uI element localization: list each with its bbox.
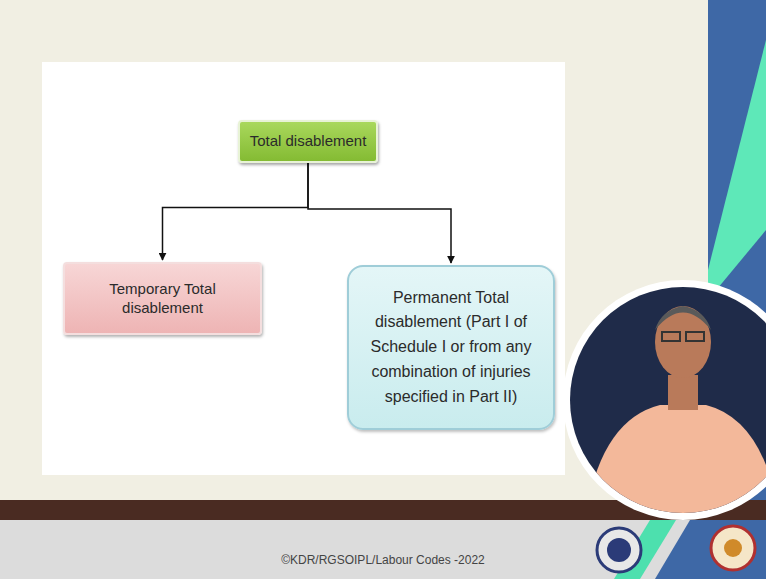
root-box: Total disablement (238, 120, 378, 163)
content-panel (42, 62, 565, 475)
node-text: Permanent Total disablement (Part I of S… (361, 286, 541, 410)
side-stripe (708, 40, 766, 300)
footer-text: ©KDR/RGSOIPL/Labour Codes -2022 (0, 553, 766, 567)
node-text: Total disablement (250, 132, 367, 151)
institute-logo (597, 528, 641, 572)
category-box: Permanent Total disablement (Part I of S… (347, 265, 555, 430)
node-text: Temporary Total disablement (75, 280, 250, 318)
connector-arrow (163, 163, 309, 260)
category-box: Temporary Total disablement (63, 262, 262, 335)
nptel-logo (724, 539, 742, 557)
footer-stripe (655, 520, 766, 579)
connector-arrow (308, 163, 451, 263)
presenter-video (563, 280, 766, 520)
footer-bar (0, 520, 766, 579)
institute-logo (607, 538, 631, 562)
nptel-logo (711, 526, 755, 570)
